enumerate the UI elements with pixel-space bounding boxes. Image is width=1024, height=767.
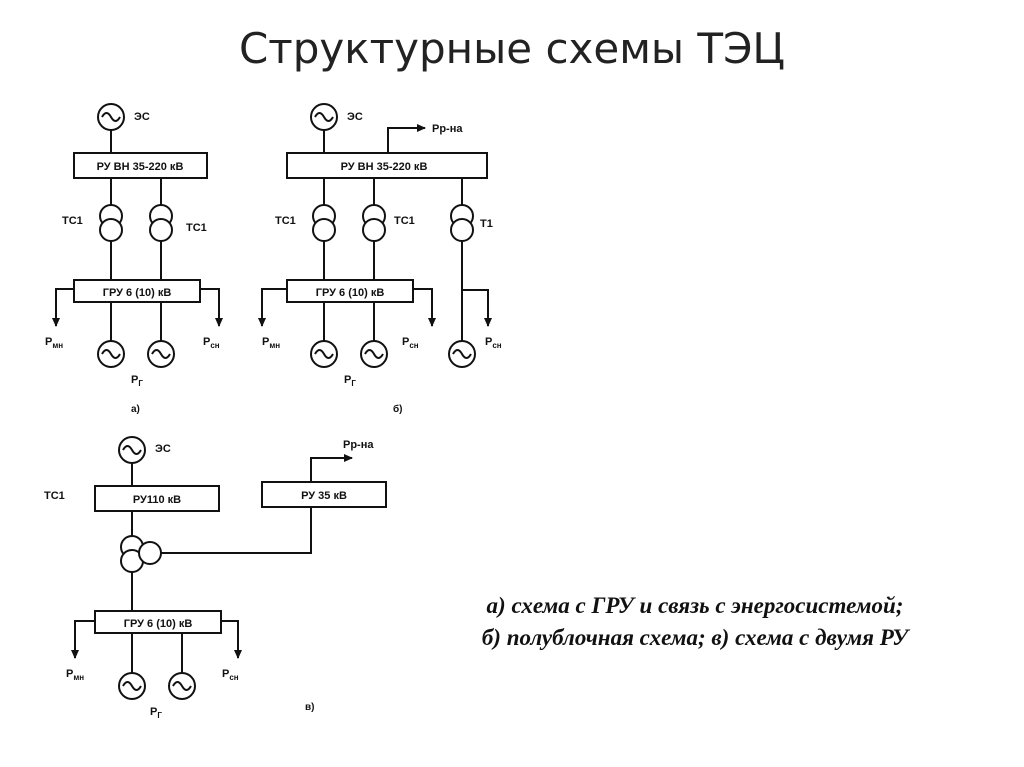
t1-label: Т1 (480, 218, 493, 230)
es-label: ЭС (134, 111, 150, 123)
p-sn2-label: Pсн (485, 336, 502, 350)
p-g-label: PГ (131, 374, 143, 388)
p-sn-label: Pсн (402, 336, 419, 350)
p-mn-label: Pмн (45, 336, 63, 350)
ru35-box (261, 481, 387, 508)
diagram-b: ЭС Рр-на РУ ВН 35-220 кВ ТС1 ТС1 Т1 ГРУ … (258, 103, 502, 415)
ts1-left-label: ТС1 (275, 215, 296, 227)
gru-box (286, 279, 414, 303)
ts1-label: ТС1 (44, 490, 65, 502)
generator-2-symbol (147, 340, 175, 368)
generator-1-symbol (97, 340, 125, 368)
es-generator-symbol (97, 103, 125, 131)
transformer-three-winding (120, 535, 162, 573)
es-label: ЭС (155, 443, 171, 455)
ts1-right-label: ТС1 (394, 215, 415, 227)
ru-vn-label: РУ ВН 35-220 кВ (341, 161, 428, 173)
ru-vn-label: РУ ВН 35-220 кВ (97, 161, 184, 173)
transformer-ts1-right (149, 204, 173, 242)
caption-line-2: б) полублочная схема; в) схема с двумя Р… (481, 625, 909, 650)
ts1-right-label: ТС1 (186, 222, 207, 234)
generator-1-symbol (118, 672, 146, 700)
transformer-ts1-left (99, 204, 123, 242)
es-generator-symbol (118, 436, 146, 464)
ru35-label: РУ 35 кВ (301, 490, 347, 502)
generator-2-symbol (360, 340, 388, 368)
p-mn-label: Pмн (66, 668, 84, 682)
pr-label: Рр-на (343, 439, 374, 451)
diagram-a: ЭС РУ ВН 35-220 кВ ТС1 ТС1 ГРУ 6 (10) кВ (45, 103, 223, 415)
page-title: Структурные схемы ТЭЦ (238, 24, 786, 73)
diagram-c: ЭС ТС1 РУ110 кВ РУ 35 кВ Рр-на ГРУ 6 (10… (44, 436, 387, 720)
gru-label: ГРУ 6 (10) кВ (103, 287, 172, 299)
caption-line-1: а) схема с ГРУ и связь с энергосистемой; (486, 593, 904, 618)
p-g-label: PГ (150, 706, 162, 720)
generator-1-symbol (310, 340, 338, 368)
pr-label: Рр-на (432, 123, 463, 135)
p-mn-label: Pмн (262, 336, 280, 350)
ru110-label: РУ110 кВ (133, 494, 181, 506)
transformer-ts1-left (312, 204, 336, 242)
ts1-left-label: ТС1 (62, 215, 83, 227)
ru110-box (94, 485, 220, 512)
ru-vn-box (73, 152, 208, 179)
gru-box (73, 279, 201, 303)
transformer-t1 (450, 204, 474, 242)
es-generator-symbol (310, 103, 338, 131)
generator-3-symbol (448, 340, 476, 368)
p-sn-label: Pсн (203, 336, 220, 350)
generator-2-symbol (168, 672, 196, 700)
diagram-a-label: а) (131, 404, 140, 415)
p-sn-label: Pсн (222, 668, 239, 682)
transformer-ts1-right (362, 204, 386, 242)
gru-label: ГРУ 6 (10) кВ (124, 618, 193, 630)
ru-vn-box (286, 152, 488, 179)
diagram-b-label: б) (393, 403, 403, 415)
gru-label: ГРУ 6 (10) кВ (316, 287, 385, 299)
figure-caption: а) схема с ГРУ и связь с энергосистемой;… (405, 590, 985, 654)
es-label: ЭС (347, 111, 363, 123)
p-g-label: PГ (344, 374, 356, 388)
diagram-c-label: в) (305, 702, 314, 713)
